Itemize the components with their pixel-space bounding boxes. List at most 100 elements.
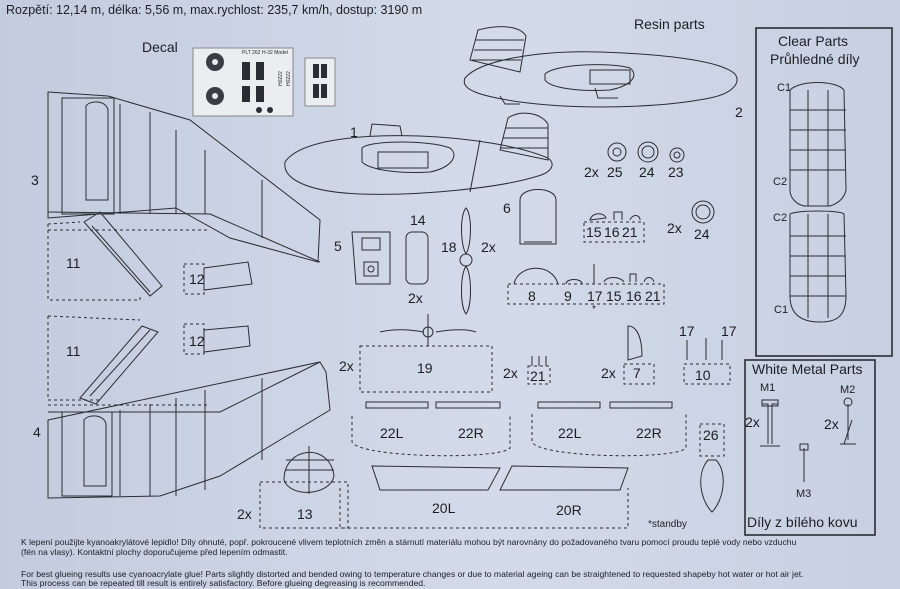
wheel-25 [607,142,627,162]
mult-14: 2x [408,290,423,306]
label-part-17c: 17 [721,323,737,339]
mult-13: 2x [237,506,252,522]
decal-reg-b: H0222 [286,71,292,86]
fuselage-part-2 [463,26,738,108]
label-part-24b: 24 [694,226,710,242]
clear-heading-cz: Průhledné díly [770,51,860,67]
mult-wheels: 2x [584,164,599,180]
label-part-16a: 16 [604,224,620,240]
label-part-22r-a: 22R [458,425,484,441]
parts-20 [339,465,629,529]
wheel-24b [691,200,715,224]
metal-m3 [799,443,809,482]
label-part-24a: 24 [639,164,655,180]
mult-21: 2x [503,365,518,381]
decal-small [304,57,336,107]
label-part-14: 14 [410,212,426,228]
spec-header: Rozpětí: 12,14 m, délka: 5,56 m, max.ryc… [6,3,423,17]
part-19 [359,345,493,393]
part-5 [351,231,391,285]
decal-code: PLT 262 [242,50,261,56]
part-6 [519,189,557,245]
decal-heading: Decal [142,39,178,55]
label-part-15a: 15 [586,224,602,240]
label-part-17b: 17 [679,323,695,339]
clear-parts-panel [755,27,893,357]
label-part-18: 18 [441,239,457,255]
label-part-13: 13 [297,506,313,522]
clear-canopy-c1 [789,82,847,323]
part-12-upper [183,261,253,295]
metal-heading-cz: Díly z bílého kovu [747,514,858,530]
label-part-22l-a: 22L [380,425,404,441]
wheel-23 [669,147,685,163]
part-7 [623,363,655,385]
label-part-1: 1 [350,124,358,140]
wing-part-3 [47,91,321,263]
resin-heading: Resin parts [634,16,705,32]
label-part-8: 8 [528,288,536,304]
label-part-12b: 12 [189,333,205,349]
note-cz-line1: K lepení použijte kyanoakrylátové lepidl… [21,537,797,547]
part-14 [405,231,429,285]
frame-8-9-17 [507,283,665,305]
label-part-19: 19 [417,360,433,376]
wheel-24a [637,141,659,163]
label-part-16b: 16 [626,288,642,304]
label-part-10: 10 [695,367,711,383]
mult-7: 2x [601,365,616,381]
part-13 [259,446,349,529]
decal-markings [206,53,327,113]
label-part-26: 26 [703,427,719,443]
note-cz-line2: (fén na vlasy). Kontaktní plochy doporuč… [21,547,288,557]
mult-m1: 2x [745,414,760,430]
label-c1a: C1 [777,82,792,94]
note-en-line1: For best glueing results use cyanoacryla… [21,569,804,579]
mult-wheel24: 2x [667,220,682,236]
label-part-15b: 15 [606,288,622,304]
label-part-25: 25 [607,164,623,180]
part-11-lower [47,315,159,405]
label-m2: M2 [840,384,856,396]
decal-reg-a: H0222 [278,71,284,86]
part-12-lower [183,323,251,355]
label-part-21c: 21 [530,368,546,384]
label-part-6: 6 [503,200,511,216]
label-part-12a: 12 [189,271,205,287]
wing-part-4 [47,361,331,499]
label-part-20r: 20R [556,502,582,518]
label-part-2: 2 [735,104,743,120]
clear-heading-en: Clear Parts [778,33,849,49]
frame-15-16-21-a [583,221,645,243]
label-part-3: 3 [31,172,39,188]
parts-22-set-a [351,401,511,457]
mult-19: 2x [339,358,354,374]
label-part-7: 7 [633,365,641,381]
part-18-propeller [459,207,473,315]
metal-heading-en: White Metal Parts [752,361,863,377]
label-part-21b: 21 [645,288,661,304]
label-part-22r-b: 22R [636,425,662,441]
metal-m2 [840,397,856,445]
label-m1: M1 [760,382,776,394]
standby-note: *standby [648,519,687,530]
label-part-9: 9 [564,288,572,304]
label-c2a: C2 [773,176,788,188]
white-metal-panel [744,359,876,536]
label-part-11b: 11 [66,343,81,359]
note-en-line2: This process can be repeated till result… [21,578,426,588]
mult-prop: 2x [481,239,496,255]
label-c1b: C1 [774,304,789,316]
asterisk-marker: * [592,304,596,315]
part-11-upper [47,211,163,301]
metal-m1 [760,399,780,447]
mult-m2: 2x [824,416,839,432]
label-part-20l: 20L [432,500,456,516]
label-part-21a: 21 [622,224,638,240]
label-part-17a: 17 [587,288,603,304]
label-part-5: 5 [334,238,342,254]
label-part-11a: 11 [66,255,81,271]
label-c2b: C2 [773,212,788,224]
